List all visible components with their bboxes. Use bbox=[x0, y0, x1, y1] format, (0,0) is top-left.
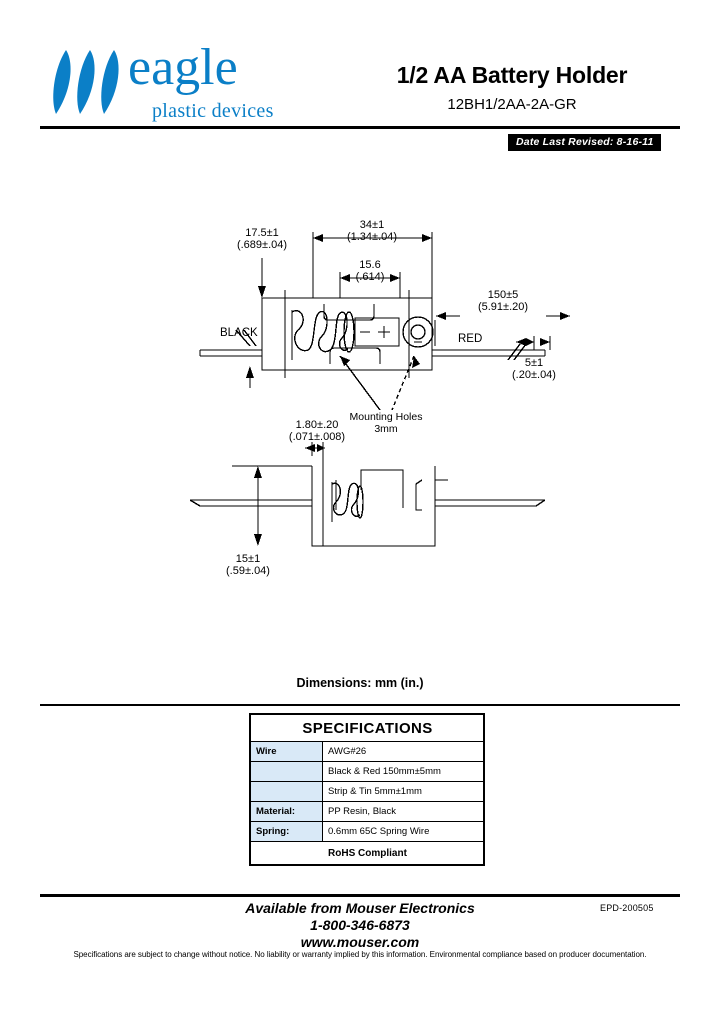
page-title: 1/2 AA Battery Holder bbox=[396, 62, 628, 88]
footer-line-website[interactable]: www.mouser.com bbox=[300, 934, 420, 950]
black-wire-label: BLACK bbox=[220, 327, 258, 339]
spec-value-spring: 0.6mm 65C Spring Wire bbox=[322, 821, 485, 842]
dim-inner-inch-label: (.614) bbox=[356, 271, 385, 283]
dim-strip-label: 5±1 bbox=[525, 357, 543, 369]
spec-label-spring: Spring: bbox=[249, 821, 323, 842]
mounting-holes-size-label: 3mm bbox=[374, 423, 398, 435]
dim-left-inch-label: (.689±.04) bbox=[237, 239, 287, 251]
footer-disclaimer: Specifications are subject to change wit… bbox=[73, 950, 647, 959]
logo-wordmark: eagle bbox=[128, 39, 238, 96]
dim-wire-label: 150±5 bbox=[488, 289, 519, 301]
table-row: Material: PP Resin, Black bbox=[249, 801, 485, 822]
logo-tagline: plastic devices bbox=[152, 100, 274, 122]
table-row: Strip & Tin 5mm±1mm bbox=[249, 781, 485, 802]
part-number: 12BH1/2AA-2A-GR bbox=[447, 96, 577, 113]
spec-value-material: PP Resin, Black bbox=[322, 801, 485, 822]
dim-overall-label: 34±1 bbox=[360, 219, 384, 231]
header-divider bbox=[40, 126, 680, 129]
spec-label-wire-colors bbox=[249, 761, 323, 782]
table-row: Spring: 0.6mm 65C Spring Wire bbox=[249, 821, 485, 842]
red-wire-label: RED bbox=[458, 333, 482, 345]
company-logo: eagle plastic devices bbox=[52, 40, 322, 126]
footer-divider bbox=[40, 894, 680, 897]
dimensions-caption: Dimensions: mm (in.) bbox=[296, 676, 424, 690]
specifications-table: SPECIFICATIONS Wire AWG#26 Black & Red 1… bbox=[249, 713, 485, 866]
spec-value-strip-tin: Strip & Tin 5mm±1mm bbox=[322, 781, 485, 802]
technical-drawing: 34±1 (1.34±.04) 17.5±1 (.689±.04) 15.6 (… bbox=[189, 219, 570, 577]
mounting-holes-label: Mounting Holes bbox=[350, 411, 423, 423]
dim-height-label: 15±1 bbox=[236, 553, 260, 565]
dim-wire-inch-label: (5.91±.20) bbox=[478, 301, 528, 313]
document-code: EPD-200505 bbox=[600, 903, 654, 913]
dim-thickness-label: 1.80±.20 bbox=[296, 419, 339, 431]
table-row: Black & Red 150mm±5mm bbox=[249, 761, 485, 782]
dim-thickness-inch-label: (.071±.008) bbox=[289, 431, 345, 443]
table-row-rohs: RoHS Compliant bbox=[249, 841, 485, 866]
table-row: Wire AWG#26 bbox=[249, 741, 485, 762]
footer-distributor: Available from Mouser Electronics 1-800-… bbox=[0, 900, 720, 951]
dim-strip-inch-label: (.20±.04) bbox=[512, 369, 556, 381]
dim-height-inch-label: (.59±.04) bbox=[226, 565, 270, 577]
specifications-title: SPECIFICATIONS bbox=[249, 713, 485, 742]
spec-label-material: Material: bbox=[249, 801, 323, 822]
spec-value-wire: AWG#26 bbox=[322, 741, 485, 762]
spec-value-wire-colors: Black & Red 150mm±5mm bbox=[322, 761, 485, 782]
rohs-compliant-label: RoHS Compliant bbox=[249, 841, 485, 866]
spec-label-wire: Wire bbox=[249, 741, 323, 762]
mid-divider bbox=[40, 704, 680, 706]
date-last-revised-badge: Date Last Revised: 8-16-11 bbox=[508, 134, 662, 151]
dim-overall-inch-label: (1.34±.04) bbox=[347, 231, 397, 243]
dim-left-label: 17.5±1 bbox=[245, 227, 279, 239]
eagle-logo-mark-icon bbox=[53, 50, 119, 114]
dim-inner-label: 15.6 bbox=[359, 259, 380, 271]
footer-line-phone: 1-800-346-6873 bbox=[310, 917, 410, 933]
table-row-title: SPECIFICATIONS bbox=[249, 713, 485, 742]
footer-line-available: Available from Mouser Electronics bbox=[245, 900, 475, 916]
spec-label-strip-tin bbox=[249, 781, 323, 802]
